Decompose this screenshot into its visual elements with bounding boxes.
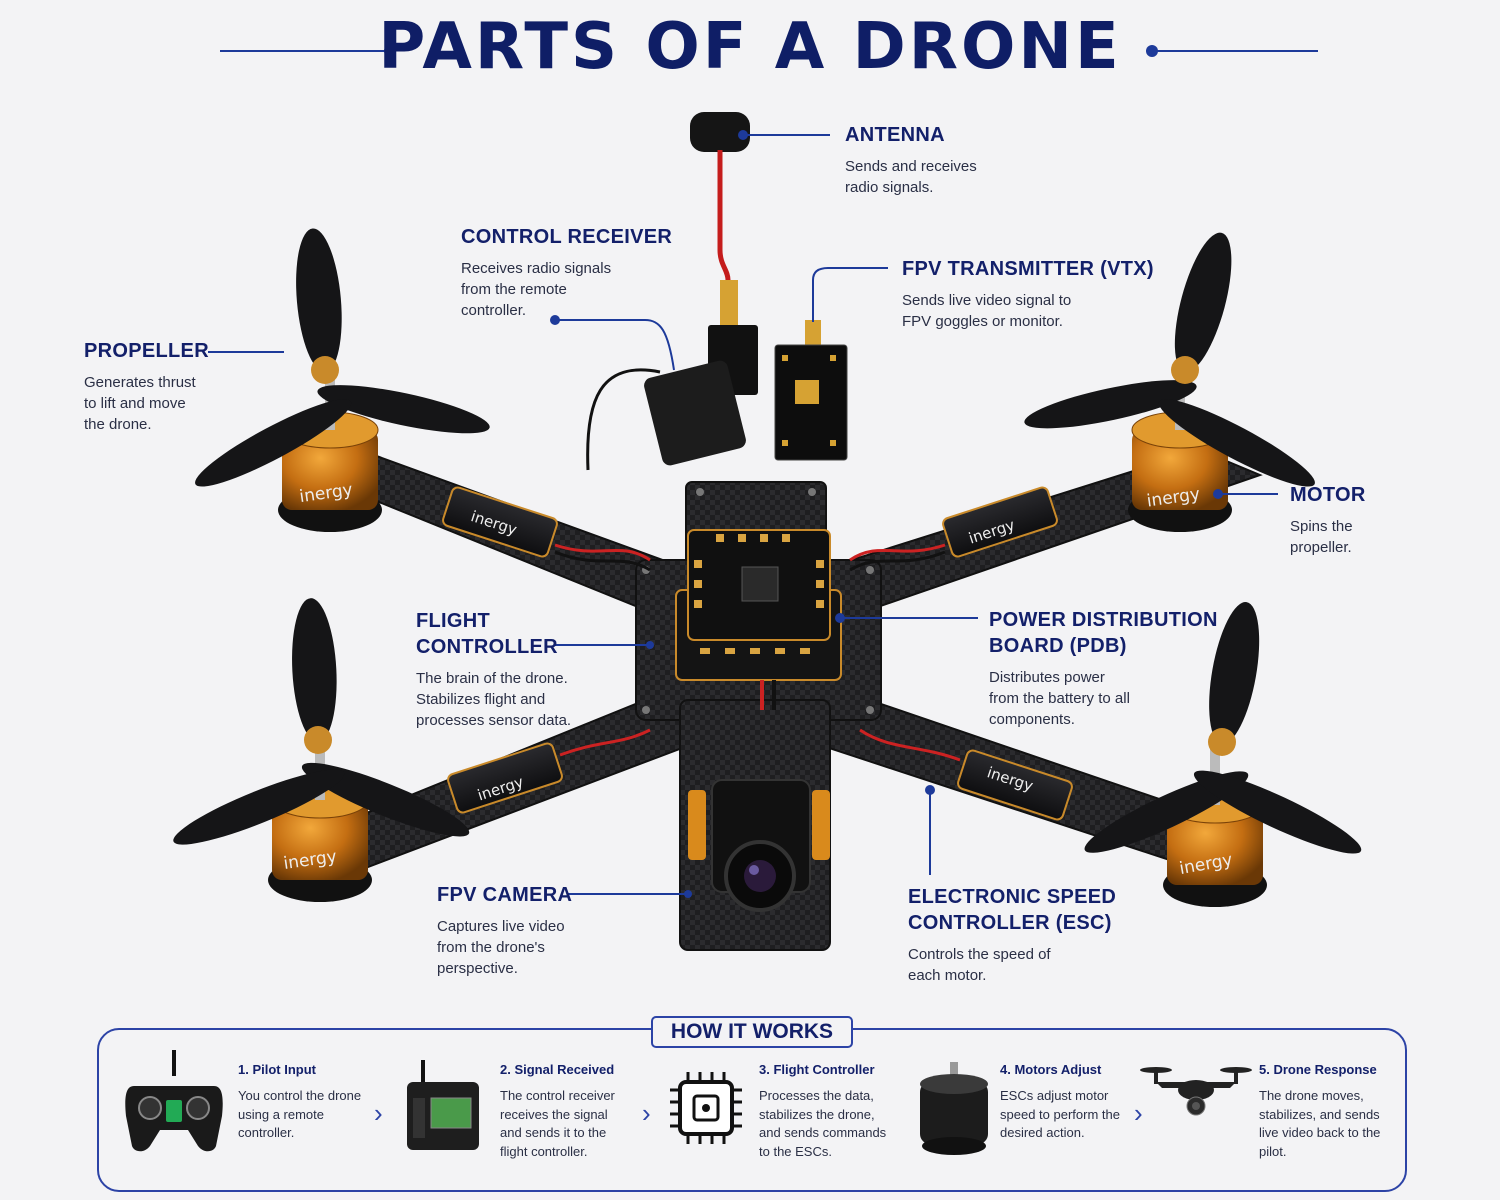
label-motor: MOTOR Spins the propeller. xyxy=(1290,482,1370,558)
esc-boards xyxy=(442,486,1073,821)
step-1-title: 1. Pilot Input xyxy=(238,1062,316,1077)
receiver-shape xyxy=(586,360,746,471)
label-control-receiver-title: CONTROL RECEIVER xyxy=(461,226,673,248)
drone-icon xyxy=(1140,1067,1252,1116)
how-it-works-title: HOW IT WORKS xyxy=(651,1016,853,1048)
label-control-receiver-desc: Receives radio signals from the remote c… xyxy=(461,260,612,319)
step-3-desc: Processes the data, stabilizes the drone… xyxy=(759,1088,887,1159)
label-flight-controller-desc: The brain of the drone. Stabilizes fligh… xyxy=(416,670,572,729)
step-4: 4. Motors Adjust ESCs adjust motor speed… xyxy=(1000,1062,1125,1143)
fpv-camera-shape xyxy=(688,779,830,912)
label-antenna-title: ANTENNA xyxy=(845,124,945,146)
step-1: 1. Pilot Input You control the drone usi… xyxy=(238,1062,363,1143)
label-propeller-desc: Generates thrust to lift and move the dr… xyxy=(84,374,196,433)
label-vtx-title: FPV TRANSMITTER (VTX) xyxy=(902,258,1154,280)
label-esc-desc: Controls the speed of each motor. xyxy=(908,946,1051,984)
label-vtx-desc: Sends live video signal to FPV goggles o… xyxy=(902,292,1072,330)
label-antenna: ANTENNA Sends and receives radio signals… xyxy=(845,122,995,198)
step-5-desc: The drone moves, stabilizes, and sends l… xyxy=(1259,1088,1381,1159)
step-1-desc: You control the drone using a remote con… xyxy=(238,1088,362,1140)
step-2: 2. Signal Received The control receiver … xyxy=(500,1062,630,1161)
step-2-title: 2. Signal Received xyxy=(500,1062,615,1077)
title-dot-left xyxy=(384,45,396,57)
motor-icon xyxy=(920,1062,988,1155)
leader-dots xyxy=(550,130,1223,898)
antenna-shape xyxy=(690,112,758,395)
title-rule-right xyxy=(1150,50,1318,52)
label-flight-controller: FLIGHT CONTROLLER The brain of the drone… xyxy=(416,608,586,731)
step-2-desc: The control receiver receives the signal… xyxy=(500,1088,615,1159)
label-vtx: FPV TRANSMITTER (VTX) Sends live video s… xyxy=(902,256,1154,332)
label-esc: ELECTRONIC SPEED CONTROLLER (ESC) Contro… xyxy=(908,884,1116,986)
label-flight-controller-line2: CONTROLLER xyxy=(416,636,558,658)
label-propeller: PROPELLER Generates thrust to lift and m… xyxy=(84,338,209,435)
remote-controller-icon xyxy=(125,1050,223,1152)
label-fpv-camera: FPV CAMERA Captures live video from the … xyxy=(437,882,577,979)
label-esc-line1: ELECTRONIC SPEED xyxy=(908,886,1117,908)
leader-lines xyxy=(208,134,1278,895)
step-5: 5. Drone Response The drone moves, stabi… xyxy=(1259,1062,1391,1161)
label-pdb-line2: BOARD (PDB) xyxy=(989,635,1127,657)
chevron-right-icon: › xyxy=(374,1098,383,1128)
chip-icon xyxy=(670,1072,742,1144)
step-3: 3. Flight Controller Processes the data,… xyxy=(759,1062,899,1161)
label-fpv-camera-title: FPV CAMERA xyxy=(437,884,573,906)
label-propeller-title: PROPELLER xyxy=(84,340,209,362)
vtx-shape xyxy=(774,320,848,461)
flight-stack xyxy=(675,529,842,710)
page-title: PARTS OF A DRONE xyxy=(378,10,1122,84)
label-esc-line2: CONTROLLER (ESC) xyxy=(908,912,1112,934)
step-5-title: 5. Drone Response xyxy=(1259,1062,1377,1077)
label-pdb-desc: Distributes power from the battery to al… xyxy=(989,669,1130,728)
chevron-right-icon: › xyxy=(642,1098,651,1128)
esc-wires xyxy=(554,543,961,762)
label-pdb: POWER DISTRIBUTION BOARD (PDB) Distribut… xyxy=(989,607,1218,730)
label-motor-title: MOTOR xyxy=(1290,484,1366,506)
step-4-title: 4. Motors Adjust xyxy=(1000,1062,1102,1077)
label-fpv-camera-desc: Captures live video from the drone's per… xyxy=(437,918,565,977)
label-flight-controller-title: FLIGHT CONTROLLER xyxy=(416,608,586,660)
label-esc-title: ELECTRONIC SPEED CONTROLLER (ESC) xyxy=(908,884,1116,936)
step-4-desc: ESCs adjust motor speed to perform the d… xyxy=(1000,1088,1120,1140)
label-pdb-title: POWER DISTRIBUTION BOARD (PDB) xyxy=(989,607,1218,659)
label-pdb-line1: POWER DISTRIBUTION xyxy=(989,609,1218,631)
propellers xyxy=(173,228,1362,854)
title-rule-left xyxy=(220,50,390,52)
step-3-title: 3. Flight Controller xyxy=(759,1062,875,1077)
label-antenna-desc: Sends and receives radio signals. xyxy=(845,158,977,196)
receiver-icon xyxy=(407,1060,479,1150)
label-motor-desc: Spins the propeller. xyxy=(1290,518,1353,556)
label-control-receiver: CONTROL RECEIVER Receives radio signals … xyxy=(461,224,672,321)
label-flight-controller-line1: FLIGHT xyxy=(416,610,491,632)
chevron-right-icon: › xyxy=(1134,1098,1143,1128)
